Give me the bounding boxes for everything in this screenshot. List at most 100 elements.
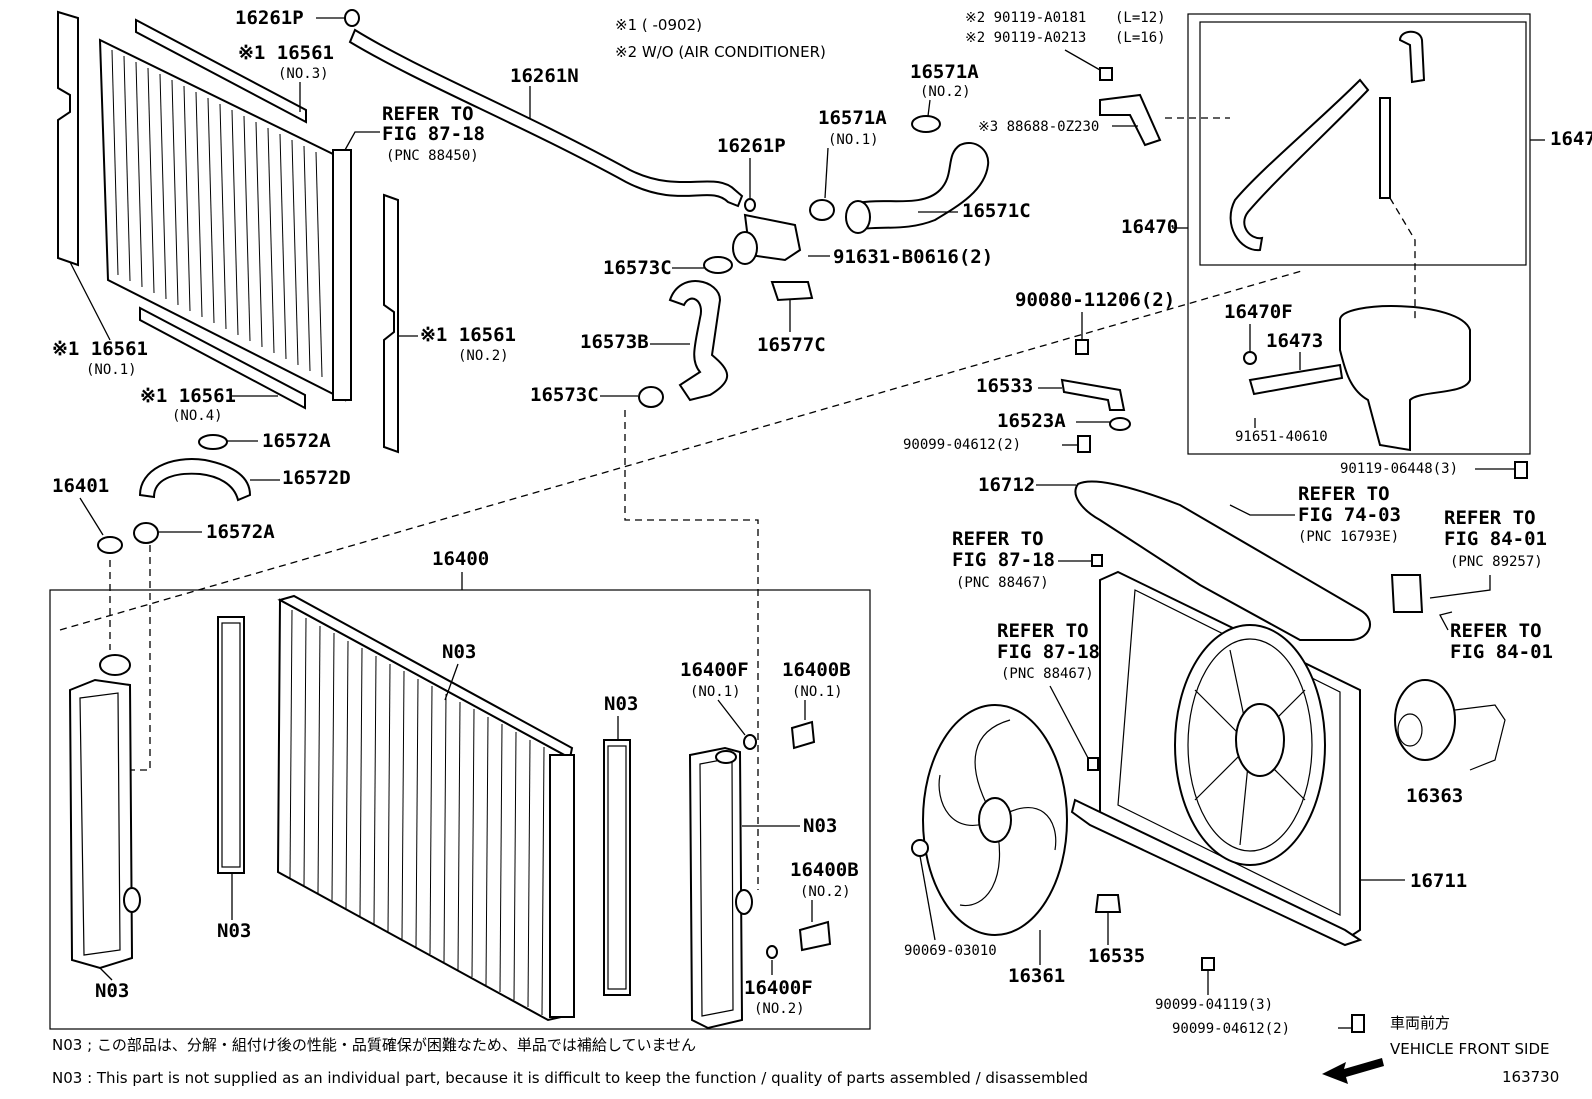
label-90099-04119: 90099-04119(3): [1155, 997, 1273, 1013]
label-refer-87-18-b2: FIG 87-18: [952, 549, 1055, 571]
label-refer-87-18-c2: FIG 87-18: [997, 641, 1100, 663]
label-16535: 16535: [1088, 945, 1145, 967]
label-16261P-mid: 16261P: [717, 135, 786, 157]
label-16533: 16533: [976, 375, 1033, 397]
nut-icon: [911, 839, 929, 857]
footer-note-jp: N03 ; この部品は、分解・組付け後の性能・品質確保が困難なため、単品では補給…: [52, 1036, 696, 1054]
fan-motor-drawing: [1394, 679, 1456, 761]
label-16571A-no2-sub: (NO.2): [920, 84, 971, 100]
label-refer-87-18-a3: (PNC 88450): [386, 148, 479, 164]
figure-id: 163730: [1502, 1068, 1559, 1086]
label-refer-87-18-a2: FIG 87-18: [382, 123, 485, 145]
label-91631: 91631-B0616(2): [833, 246, 993, 268]
arrow-left-icon: [1322, 1058, 1384, 1084]
upper-hose-drawing: [848, 142, 990, 232]
left-tank-drawing: [68, 678, 134, 970]
condenser-drawing: [57, 10, 399, 454]
label-16572A-a: 16572A: [262, 430, 331, 452]
label-90080: 90080-11206(2): [1015, 289, 1175, 311]
radiator-assembly-box: [49, 589, 871, 1030]
inlet-hose-drawing: [668, 280, 729, 402]
note-mark1: ※1 ( -0902): [615, 16, 702, 34]
label-16571C: 16571C: [962, 200, 1031, 222]
label-16400B-no2: 16400B: [790, 859, 859, 881]
label-16400B-no1: 16400B: [782, 659, 851, 681]
label-16470: 16470: [1121, 216, 1178, 238]
label-16261N: 16261N: [510, 65, 579, 87]
note-mark2: ※2 W/O (AIR CONDITIONER): [615, 43, 826, 61]
label-16400B-no2-sub: (NO.2): [800, 884, 851, 900]
label-16561-no1: ※1 16561: [52, 338, 148, 360]
label-88688: ※3 88688-0Z230: [978, 119, 1099, 135]
label-16561-no2: ※1 16561: [420, 324, 516, 346]
label-16572D: 16572D: [282, 467, 351, 489]
label-16473: 16473: [1266, 330, 1323, 352]
label-16573B: 16573B: [580, 331, 649, 353]
label-16573C-b: 16573C: [530, 384, 599, 406]
label-16561-no2-sub: (NO.2): [458, 348, 509, 364]
label-91651: 91651-40610: [1235, 429, 1328, 445]
bolt-icon: [1099, 67, 1113, 81]
label-16400: 16400: [432, 548, 489, 570]
label-16470F: 16470F: [1224, 301, 1293, 323]
front-label-jp: 車両前方: [1390, 1014, 1450, 1032]
radiator-cap-icon: [97, 536, 123, 554]
label-16400F-no2-sub: (NO.2): [754, 1001, 805, 1017]
label-n03-gasket-left: N03: [217, 920, 251, 942]
radiator-core-drawing: [276, 598, 571, 1022]
label-refer-87-18-a: REFER TO: [382, 103, 474, 125]
label-90069: 90069-03010: [904, 943, 997, 959]
reservoir-hose-drawing: [348, 28, 744, 208]
label-16561-no3-sub: (NO.3): [278, 66, 329, 82]
label-refer-87-18-c3: (PNC 88467): [1001, 666, 1094, 682]
label-refer-87-18-b: REFER TO: [952, 528, 1044, 550]
label-90119-06448: 90119-06448(3): [1340, 461, 1458, 477]
label-16400B-no1-sub: (NO.1): [792, 684, 843, 700]
label-16363: 16363: [1406, 785, 1463, 807]
label-refer-84-01-a: REFER TO: [1444, 507, 1536, 529]
label-90099-04612-bot: 90099-04612(2): [1172, 1021, 1290, 1037]
label-refer-74-03: REFER TO: [1298, 483, 1390, 505]
label-refer-74-03-2: FIG 74-03: [1298, 504, 1401, 526]
front-label-en: VEHICLE FRONT SIDE: [1390, 1040, 1550, 1058]
label-90119-b: ※2 90119-A0213: [965, 30, 1086, 46]
label-16573C-a: 16573C: [603, 257, 672, 279]
right-tank-drawing: [688, 746, 744, 1030]
label-16572A-b: 16572A: [206, 521, 275, 543]
clip-icon: [344, 9, 360, 27]
label-16523A: 16523A: [997, 410, 1066, 432]
label-refer-84-01-a3: (PNC 89257): [1450, 554, 1543, 570]
label-90119-a: ※2 90119-A0181: [965, 10, 1086, 26]
reservoir-tank-drawing: [1339, 305, 1471, 452]
label-16261P-top: 16261P: [235, 7, 304, 29]
label-90119-a-sub: (L=12): [1115, 10, 1166, 26]
label-16400F-no1: 16400F: [680, 659, 749, 681]
label-16400F-no1-sub: (NO.1): [690, 684, 741, 700]
label-16711: 16711: [1410, 870, 1467, 892]
footer-note-en: N03 : This part is not supplied as an in…: [52, 1069, 1088, 1087]
label-16401: 16401: [52, 475, 109, 497]
label-16571A-no2: 16571A: [910, 61, 979, 83]
label-16561-no3: ※1 16561: [238, 42, 334, 64]
label-16400F-no2: 16400F: [744, 977, 813, 999]
label-n03-gasket-right: N03: [604, 693, 638, 715]
label-refer-84-01-b2: FIG 84-01: [1450, 641, 1553, 663]
label-refer-87-18-b3: (PNC 88467): [956, 575, 1049, 591]
lower-hose-drawing: [138, 458, 252, 502]
label-90099-04612-top: 90099-04612(2): [903, 437, 1021, 453]
label-16561-no1-sub: (NO.1): [86, 362, 137, 378]
label-refer-74-03-3: (PNC 16793E): [1298, 529, 1399, 545]
label-n03-tank-right: N03: [803, 815, 837, 837]
label-90119-b-sub: (L=16): [1115, 30, 1166, 46]
label-16561-no4-sub: (NO.4): [172, 408, 223, 424]
label-16361: 16361: [1008, 965, 1065, 987]
label-refer-87-18-c: REFER TO: [997, 620, 1089, 642]
shroud-bracket-drawing: [1074, 480, 1372, 641]
label-refer-84-01-a2: FIG 84-01: [1444, 528, 1547, 550]
label-16712: 16712: [978, 474, 1035, 496]
label-refer-84-01-b: REFER TO: [1450, 620, 1542, 642]
label-16577C: 16577C: [757, 334, 826, 356]
label-16571A-no1-sub: (NO.1): [828, 132, 879, 148]
label-n03-core: N03: [442, 641, 476, 663]
